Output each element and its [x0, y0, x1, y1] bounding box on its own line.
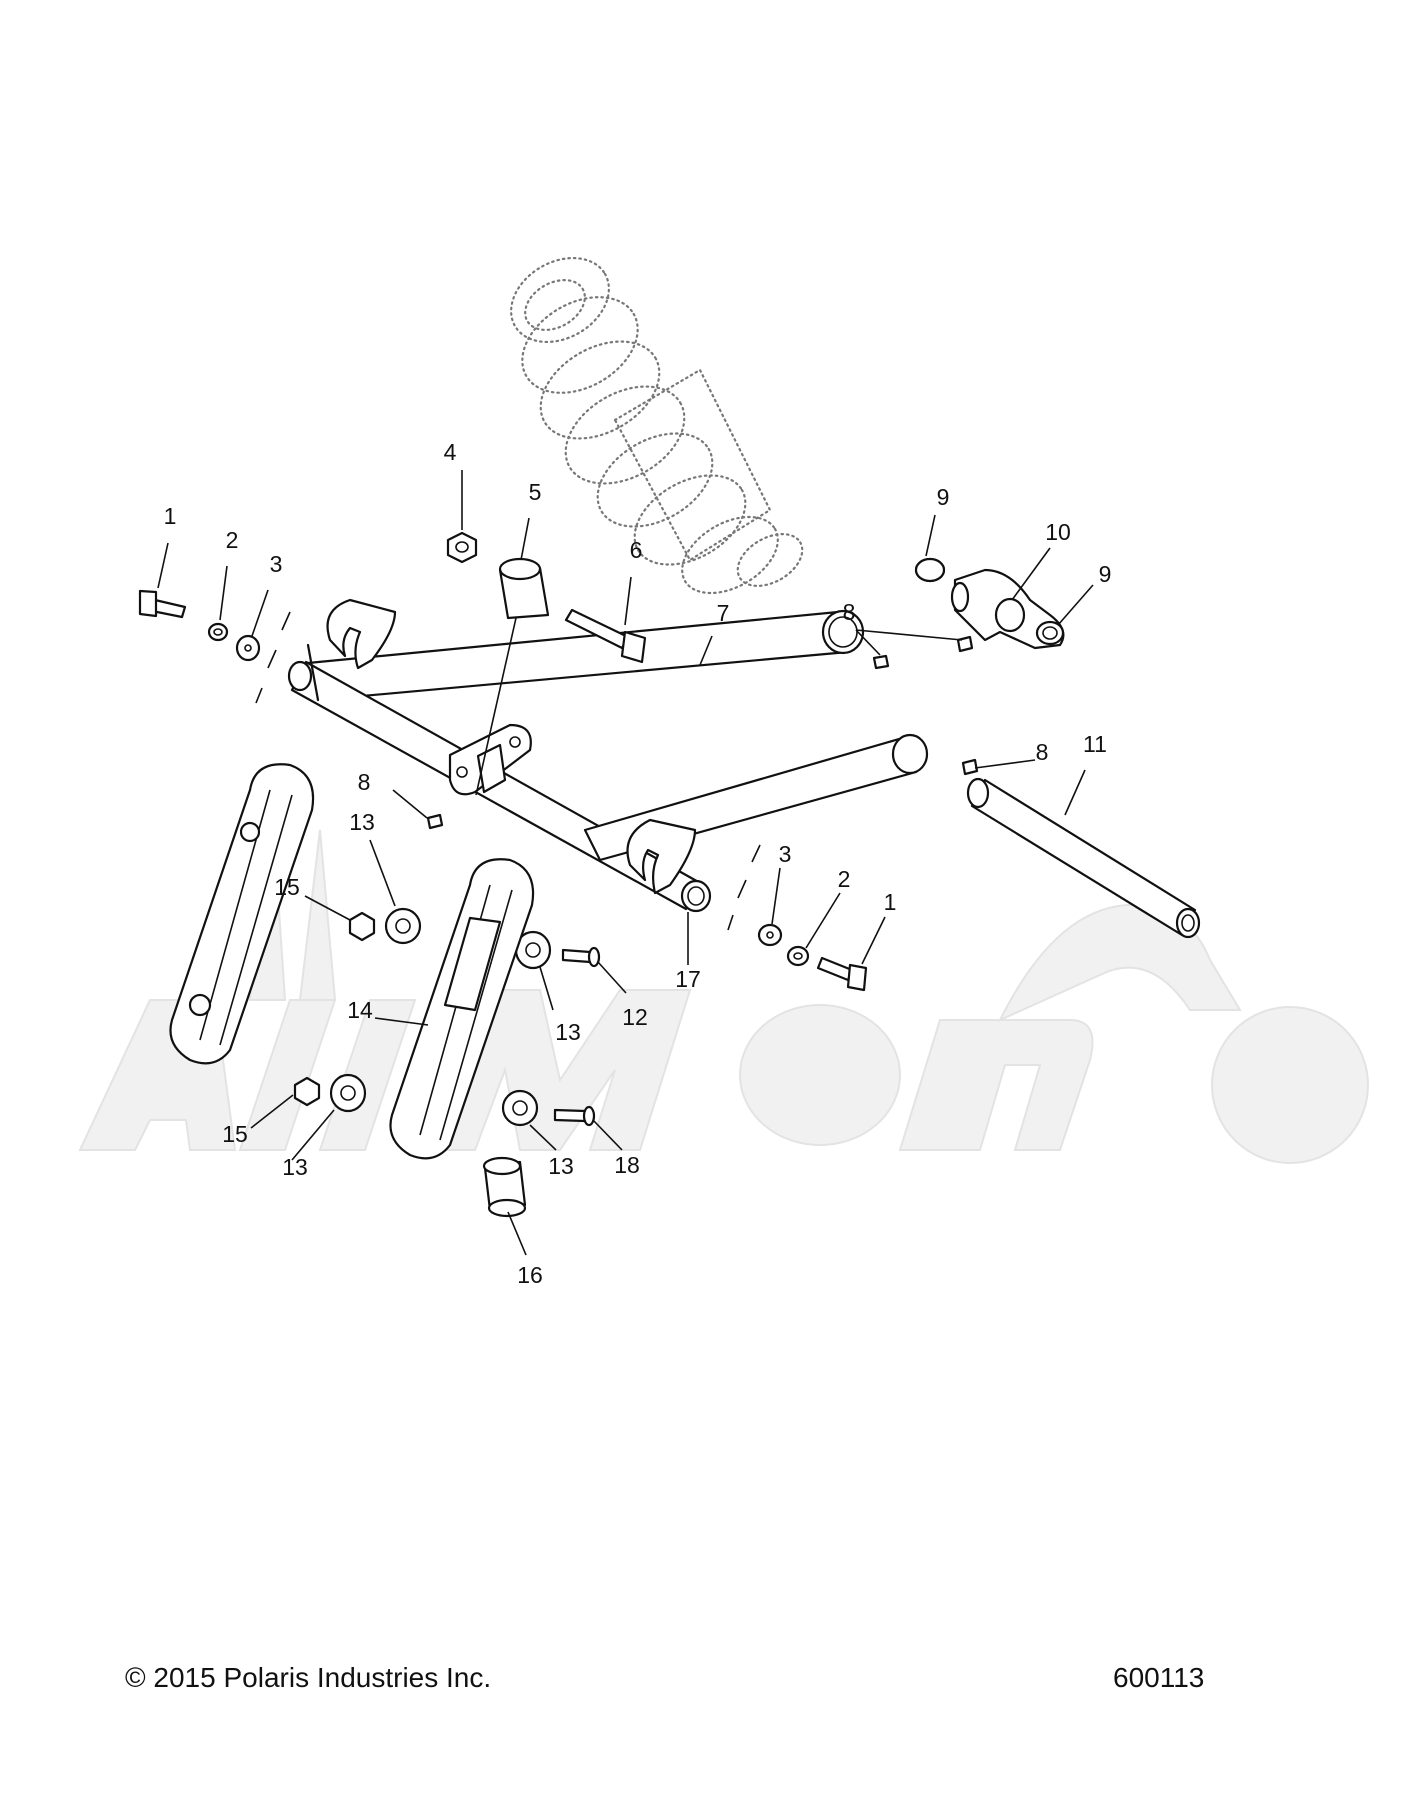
callout-15: 15	[222, 1121, 248, 1147]
callout-13: 13	[548, 1153, 574, 1179]
callout-13: 13	[282, 1154, 308, 1180]
front-arm-assembly	[287, 598, 929, 913]
callout-1: 1	[884, 889, 897, 915]
callout-18: 18	[614, 1152, 640, 1178]
callout-13: 13	[349, 809, 375, 835]
callout-2: 2	[226, 527, 239, 553]
callout-11: 11	[1083, 731, 1107, 757]
callout-labels: 1 2 3 4 5 6 7 8 8 8 9 10 9 11 13 15 3 2 …	[164, 439, 1112, 1288]
callout-7: 7	[717, 600, 730, 626]
callout-10: 10	[1045, 519, 1071, 545]
callout-3: 3	[270, 551, 283, 577]
callout-15: 15	[274, 874, 300, 900]
callout-12: 12	[622, 1004, 648, 1030]
callout-3: 3	[779, 841, 792, 867]
callout-9: 9	[937, 484, 950, 510]
callout-8: 8	[358, 769, 371, 795]
callout-4: 4	[444, 439, 457, 465]
callout-9: 9	[1099, 561, 1112, 587]
callout-6: 6	[630, 537, 643, 563]
hardware	[138, 531, 979, 1218]
callout-5: 5	[529, 479, 542, 505]
leader-lines	[157, 470, 1094, 1256]
drawing-number: 600113	[1113, 1662, 1205, 1693]
callout-13: 13	[555, 1019, 581, 1045]
callout-1: 1	[164, 503, 177, 529]
callout-14: 14	[347, 997, 373, 1023]
callout-16: 16	[517, 1262, 543, 1288]
callout-8: 8	[1036, 739, 1049, 765]
shaft-part-11	[966, 777, 1201, 939]
link-arms	[169, 763, 535, 1160]
callout-17: 17	[675, 966, 701, 992]
callout-8: 8	[843, 599, 856, 625]
copyright-notice: © 2015 Polaris Industries Inc.	[125, 1662, 492, 1693]
callout-2: 2	[838, 866, 851, 892]
shock-spring-reference	[510, 256, 804, 595]
